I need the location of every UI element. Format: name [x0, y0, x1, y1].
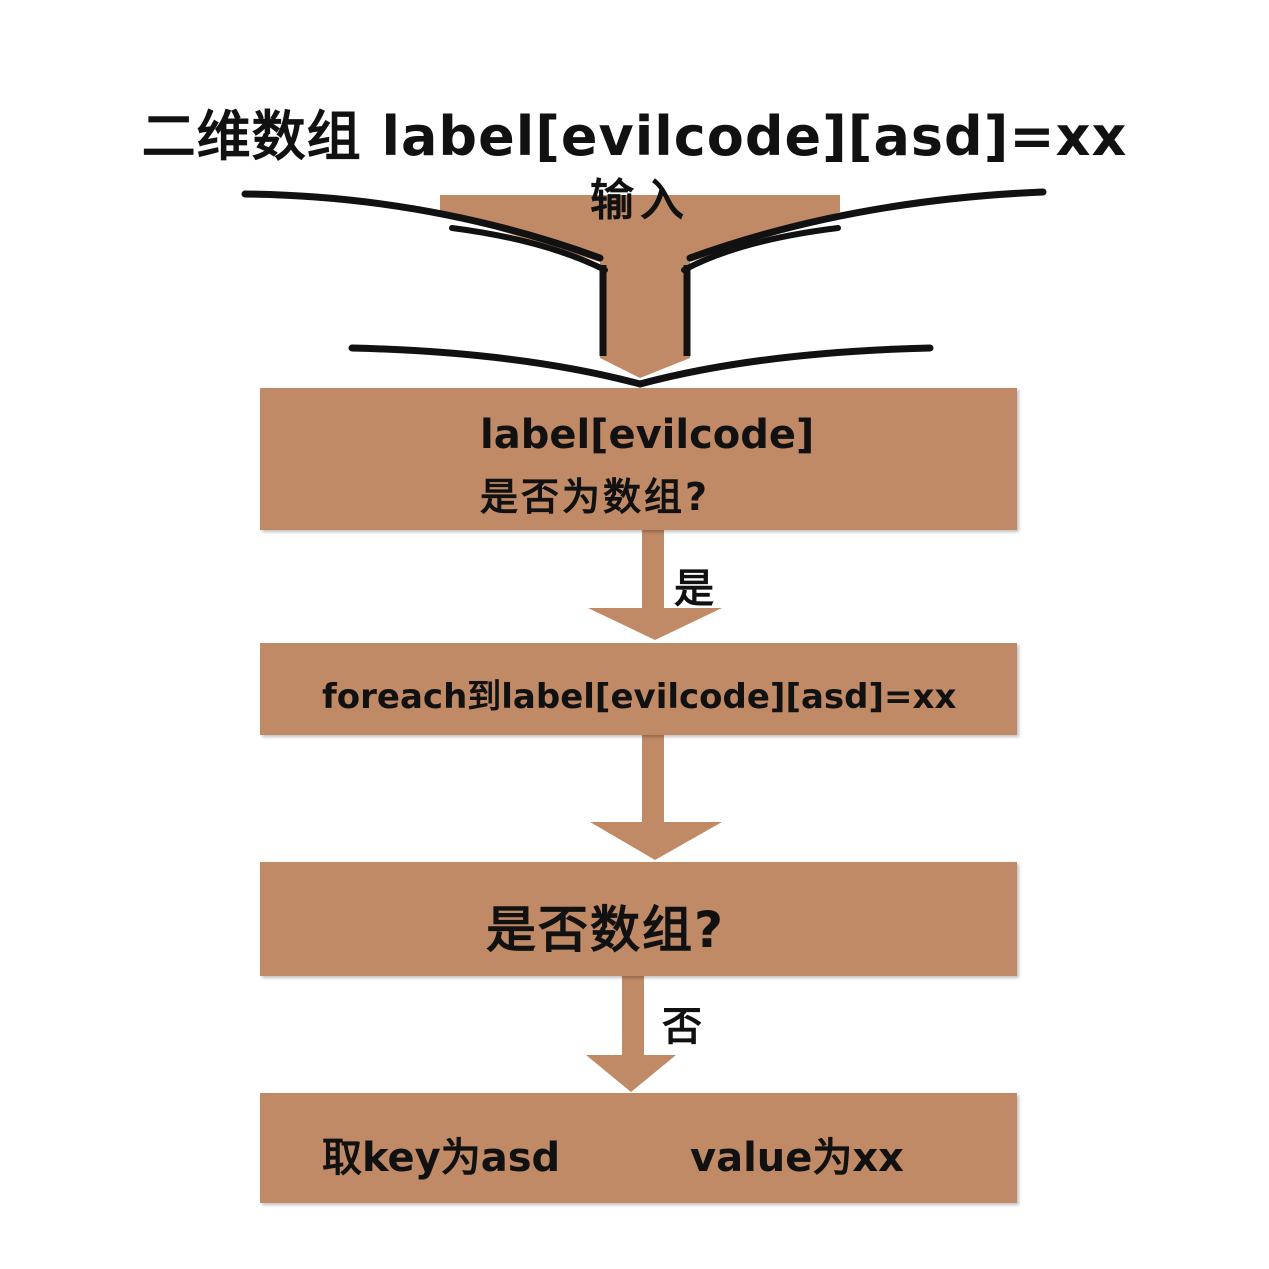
funnel-bottom-left-stroke — [348, 344, 644, 388]
branch-no-label: 否 — [662, 1004, 702, 1050]
step-4-left-text: 取key为asd — [322, 1135, 561, 1181]
step-box-3: 是否数组? — [260, 862, 1017, 976]
arrow-3-shaft — [622, 975, 644, 1057]
arrow-1-head — [588, 608, 722, 640]
diagram-title: 二维数组 label[evilcode][asd]=xx — [141, 105, 1128, 168]
step-2-text: foreach到label[evilcode][asd]=xx — [322, 677, 957, 717]
step-box-4: 取key为asd value为xx — [260, 1093, 1017, 1203]
arrow-2-head — [590, 822, 722, 860]
funnel-left-inner-stroke — [449, 225, 608, 273]
input-label: 输入 — [590, 175, 690, 226]
step-1-line-1: label[evilcode] — [480, 412, 815, 458]
step-box-2: foreach到label[evilcode][asd]=xx — [260, 643, 1017, 735]
funnel-bottom-right-stroke — [636, 344, 934, 388]
step-4-right-text: value为xx — [690, 1135, 904, 1181]
funnel-right-inner-stroke — [681, 225, 841, 273]
step-box-1: label[evilcode] 是否为数组? — [260, 388, 1017, 530]
arrow-2-shaft — [642, 735, 664, 825]
funnel-right-upper-stroke — [686, 188, 1047, 262]
branch-yes-label: 是 — [674, 566, 714, 612]
arrow-3-head — [586, 1055, 676, 1092]
step-1-line-2: 是否为数组? — [480, 475, 711, 519]
funnel-left-upper-stroke — [241, 190, 604, 262]
step-3-text: 是否数组? — [486, 901, 726, 959]
arrow-1-shaft — [642, 530, 664, 612]
